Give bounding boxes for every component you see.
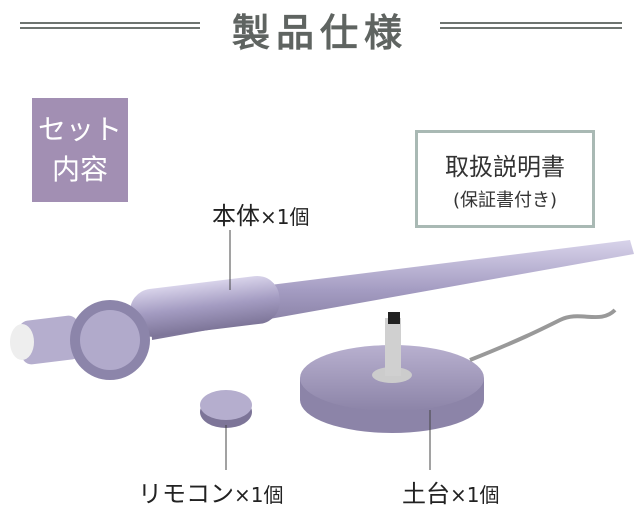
remote-label: リモコン×1個 [138, 474, 283, 506]
lamp-body [10, 240, 634, 380]
body-qty: ×1個 [260, 205, 310, 229]
base-label: 土台×1個 [402, 474, 499, 506]
set-contents-badge: セット 内容 [32, 98, 128, 202]
manual-subtitle: (保証書付き) [452, 190, 558, 211]
manual-box: 取扱説明書 (保証書付き) [415, 130, 595, 228]
title-rule-left [20, 22, 200, 29]
page-title: 製品仕様 [231, 11, 408, 55]
lamp-base [300, 308, 617, 433]
badge-line-2: 内容 [51, 153, 108, 186]
base-qty: ×1個 [450, 483, 500, 506]
body-label: 本体×1個 [212, 196, 309, 231]
remote-qty: ×1個 [234, 483, 284, 506]
remote-control [200, 390, 252, 428]
remote-name: リモコン [138, 480, 234, 506]
title-rule-right [440, 22, 622, 29]
base-name: 土台 [402, 480, 450, 506]
badge-line-1: セット [37, 113, 122, 146]
manual-title: 取扱説明書 [445, 153, 565, 181]
body-name: 本体 [212, 202, 260, 230]
